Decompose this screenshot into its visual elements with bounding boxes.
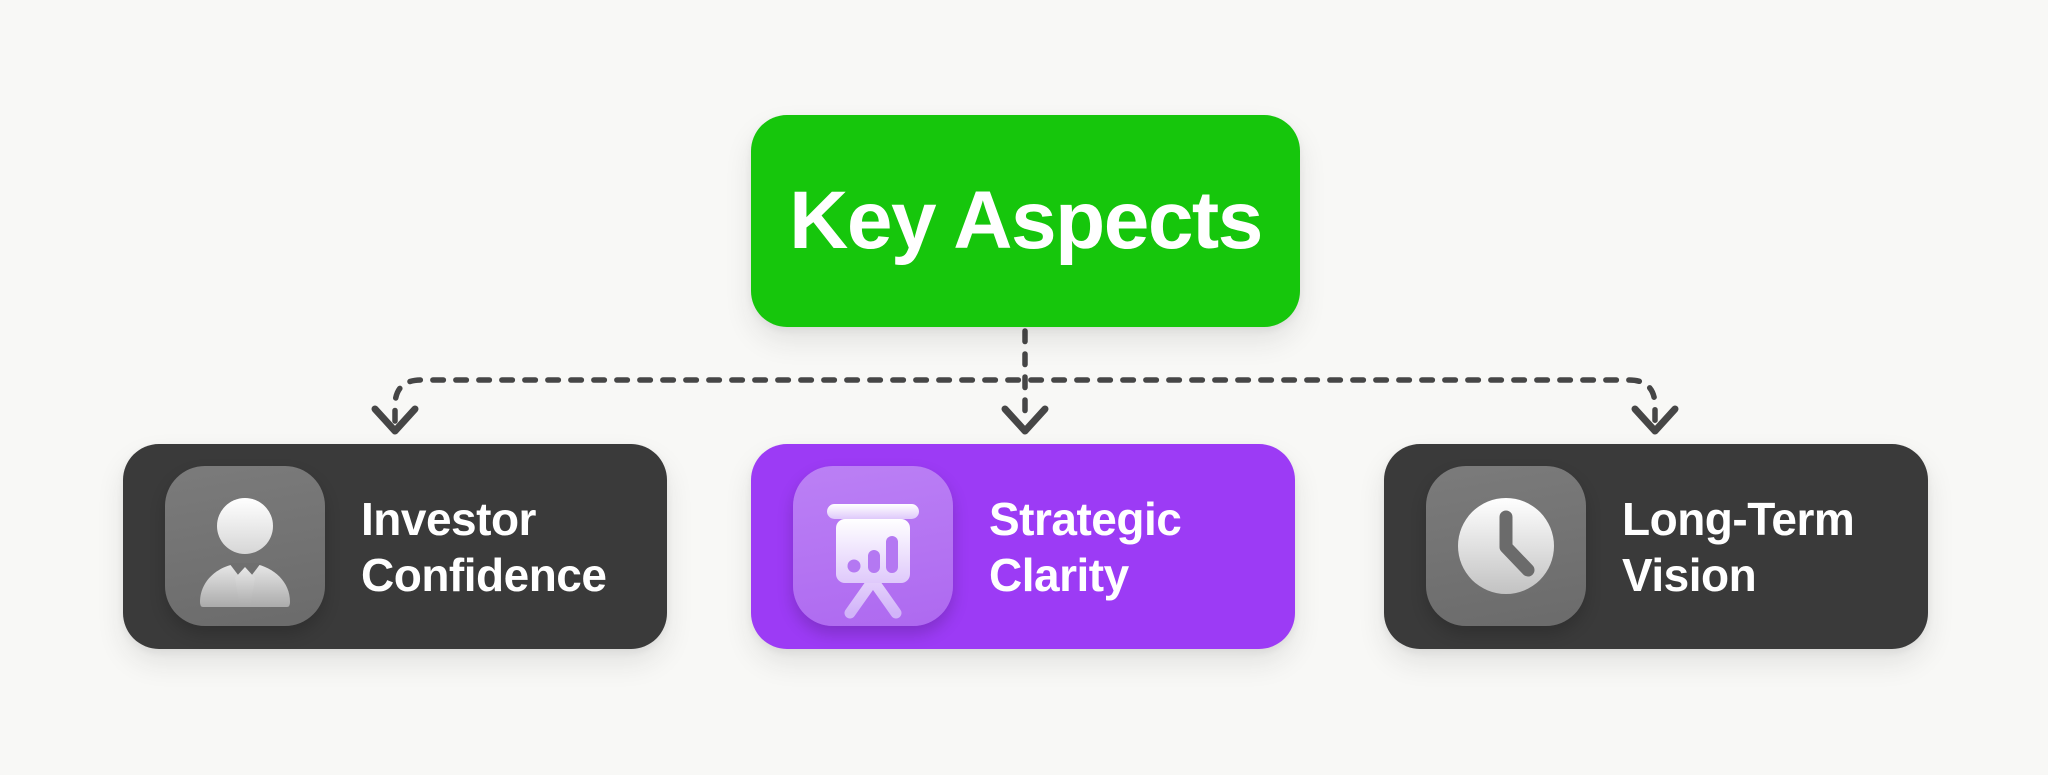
node-key-aspects: Key Aspects	[751, 115, 1300, 327]
clock-icon	[1426, 466, 1586, 626]
arrow-down-icon	[1001, 405, 1049, 435]
node-long-term-vision: Long-Term Vision	[1384, 444, 1928, 649]
node-investor-confidence: Investor Confidence	[123, 444, 667, 649]
presentation-chart-icon	[793, 466, 953, 626]
node-strategic-clarity: Strategic Clarity	[751, 444, 1295, 649]
node-investor-confidence-label: Investor Confidence	[361, 492, 607, 601]
connector-rail	[392, 377, 1658, 424]
node-key-aspects-label: Key Aspects	[789, 175, 1263, 266]
node-strategic-clarity-label: Strategic Clarity	[989, 492, 1182, 601]
arrow-down-icon	[1631, 405, 1679, 435]
node-long-term-vision-label: Long-Term Vision	[1622, 492, 1855, 601]
arrow-down-icon	[371, 405, 419, 435]
person-icon	[165, 466, 325, 626]
